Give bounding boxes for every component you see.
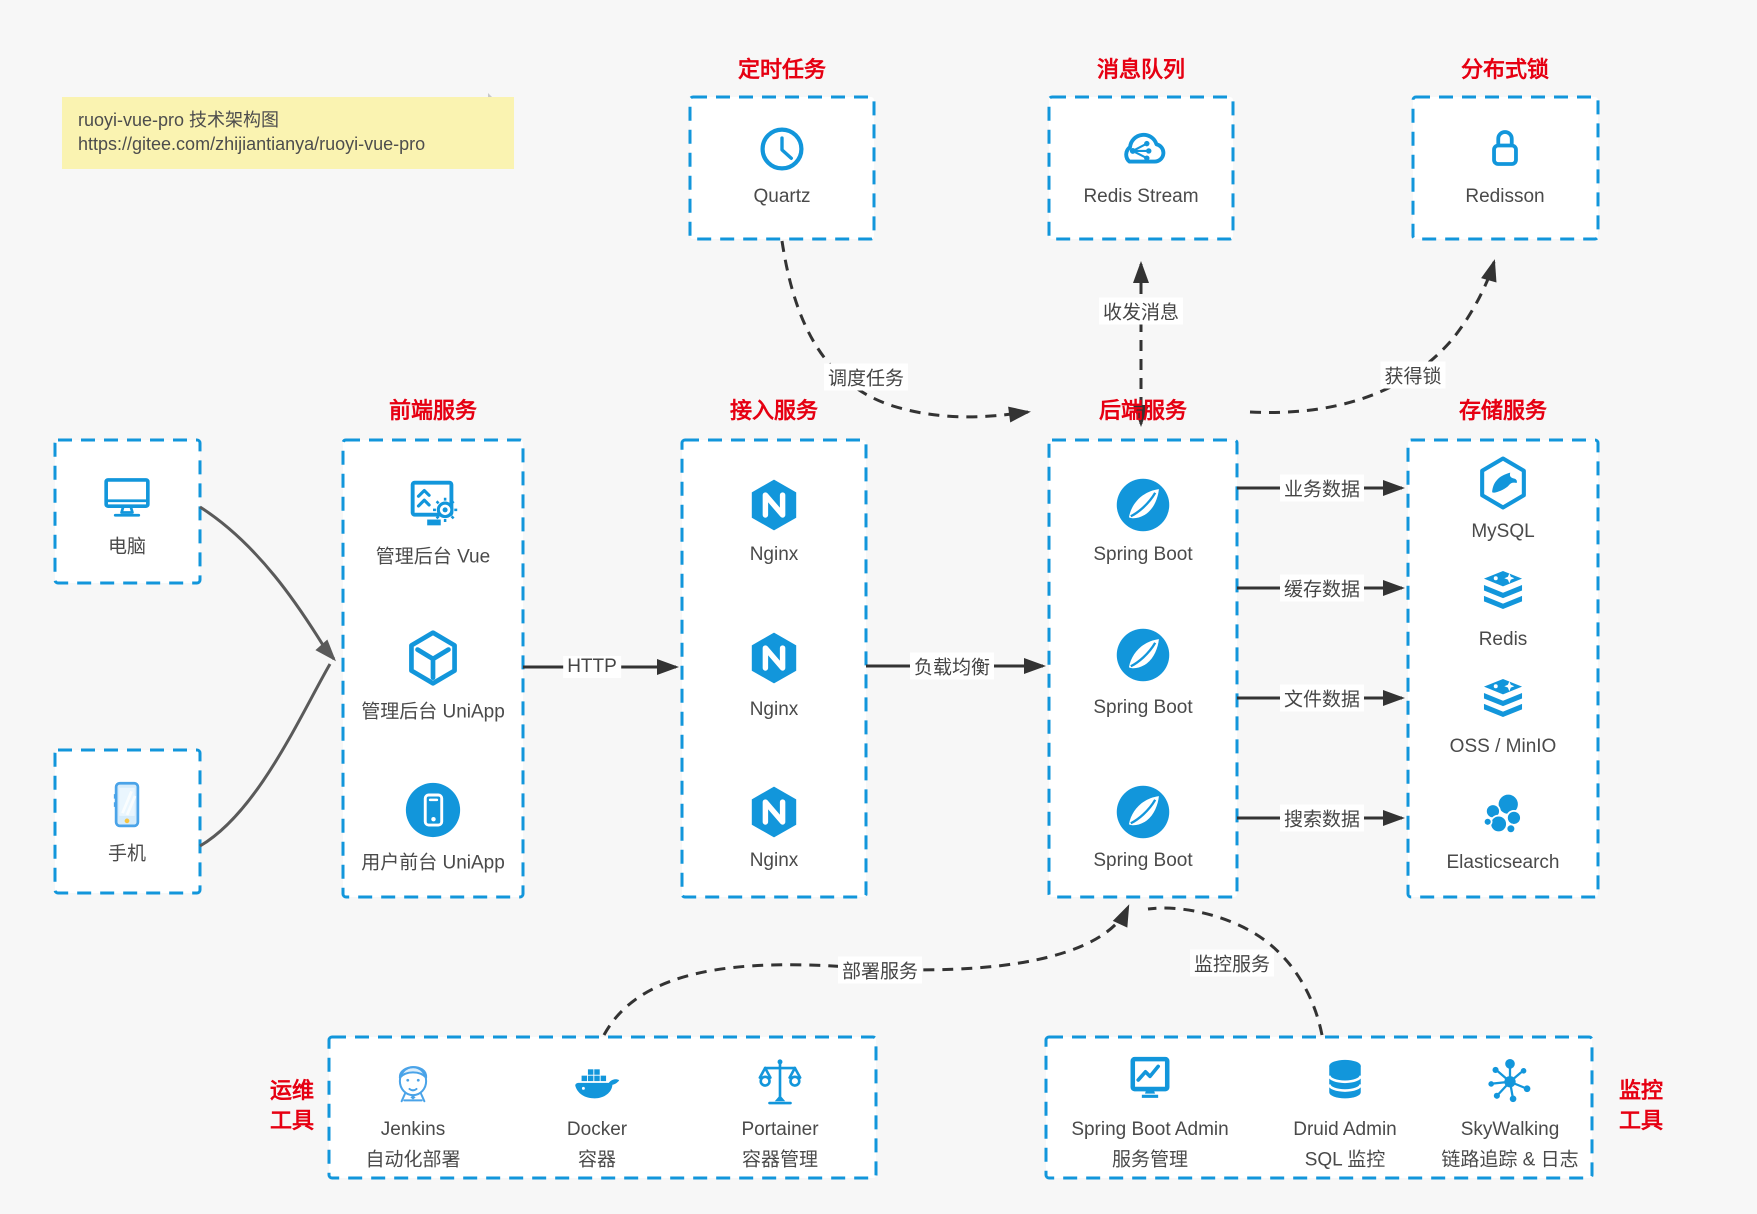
cloud-share-icon bbox=[1110, 117, 1172, 179]
clock-icon bbox=[755, 122, 809, 176]
storage-item-label: Elasticsearch bbox=[1446, 852, 1560, 873]
elasticsearch-cluster-icon bbox=[1475, 785, 1531, 841]
gateway-item-label: Nginx bbox=[749, 544, 799, 565]
monitor-icon bbox=[98, 469, 156, 527]
storage-item-label: MySQL bbox=[1471, 521, 1535, 542]
edge-cache-data-label: 缓存数据 bbox=[1279, 574, 1365, 602]
spring-leaf-icon bbox=[1113, 475, 1173, 535]
gateway-item-label: Nginx bbox=[749, 699, 799, 720]
monitor-item-desc: SQL 监控 bbox=[1304, 1149, 1386, 1171]
storage-item-label: Redis bbox=[1478, 629, 1528, 650]
note-url: https://gitee.com/zhijiantianya/ruoyi-vu… bbox=[78, 134, 426, 154]
phone-circle-icon bbox=[402, 779, 464, 841]
edge-load-balance-label: 负载均衡 bbox=[909, 652, 995, 680]
monitor-item-name: Spring Boot Admin bbox=[1071, 1119, 1229, 1140]
monitor-chart-icon bbox=[1121, 1051, 1179, 1109]
storage-title: 存储服务 bbox=[1458, 398, 1548, 423]
edge-file-data-label: 文件数据 bbox=[1279, 684, 1365, 712]
node-network-icon bbox=[1482, 1052, 1538, 1108]
mq-title: 消息队列 bbox=[1096, 57, 1186, 82]
edge-acquire-lock-label: 获得锁 bbox=[1380, 361, 1446, 389]
frontend-title: 前端服务 bbox=[388, 398, 478, 423]
backend-item-label: Spring Boot bbox=[1093, 544, 1193, 565]
screen-gear-icon bbox=[402, 474, 464, 536]
padlock-icon bbox=[1478, 121, 1532, 175]
database-icon bbox=[1317, 1052, 1373, 1108]
backend-item-label: Spring Boot bbox=[1093, 697, 1193, 718]
docker-whale-icon bbox=[568, 1053, 626, 1111]
monitor-item-desc: 服务管理 bbox=[1111, 1149, 1189, 1171]
gateway-title: 接入服务 bbox=[729, 398, 819, 423]
phone-to-frontend-curve bbox=[199, 663, 332, 848]
lock-item-label: Redisson bbox=[1465, 186, 1545, 207]
edge-search-data-label: 搜索数据 bbox=[1279, 804, 1365, 832]
pc-label: 电脑 bbox=[107, 536, 147, 558]
storage-stack-icon bbox=[1474, 669, 1532, 727]
lock-box bbox=[1411, 95, 1600, 241]
devops-title: 运维 工具 bbox=[269, 1078, 315, 1133]
edge-send-receive-msg-label: 收发消息 bbox=[1098, 297, 1184, 325]
devops-box bbox=[327, 1035, 878, 1180]
devops-item-name: Portainer bbox=[741, 1119, 819, 1140]
mq-box bbox=[1047, 95, 1235, 241]
monitor-item-name: SkyWalking bbox=[1460, 1119, 1560, 1140]
edge-schedule-task-arrow bbox=[780, 240, 1031, 423]
devops-item-desc: 容器 bbox=[577, 1149, 617, 1171]
nginx-hexagon-icon bbox=[745, 783, 803, 841]
edge-deploy-service-label: 部署服务 bbox=[837, 956, 923, 984]
monitor-item-name: Druid Admin bbox=[1293, 1119, 1397, 1140]
monitor-box bbox=[1044, 1035, 1594, 1180]
scheduler-title: 定时任务 bbox=[737, 57, 827, 82]
mq-item-label: Redis Stream bbox=[1083, 186, 1199, 207]
scales-icon bbox=[752, 1054, 808, 1110]
edge-http-label: HTTP bbox=[563, 656, 621, 678]
frontend-item-label: 管理后台 Vue bbox=[375, 546, 491, 568]
edge-biz-data-label: 业务数据 bbox=[1279, 474, 1365, 502]
devops-item-desc: 自动化部署 bbox=[365, 1149, 461, 1171]
smartphone-icon bbox=[98, 776, 156, 834]
backend-item-label: Spring Boot bbox=[1093, 850, 1193, 871]
monitor-title: 监控 工具 bbox=[1618, 1078, 1664, 1133]
edge-acquire-lock-arrow bbox=[1249, 259, 1497, 414]
edge-monitor-service-label: 监控服务 bbox=[1189, 949, 1275, 977]
devops-item-desc: 容器管理 bbox=[741, 1149, 819, 1171]
uniapp-cube-icon bbox=[403, 628, 463, 688]
nginx-hexagon-icon bbox=[745, 476, 803, 534]
storage-box bbox=[1406, 438, 1600, 899]
spring-leaf-icon bbox=[1113, 782, 1173, 842]
spring-leaf-icon bbox=[1113, 625, 1173, 685]
storage-item-label: OSS / MinIO bbox=[1449, 736, 1557, 757]
monitor-item-desc: 链路追踪 & 日志 bbox=[1441, 1149, 1579, 1171]
devops-item-name: Jenkins bbox=[380, 1119, 446, 1140]
devops-item-name: Docker bbox=[566, 1119, 628, 1140]
nginx-hexagon-icon bbox=[745, 629, 803, 687]
edge-schedule-task-label: 调度任务 bbox=[823, 363, 909, 391]
lock-title: 分布式锁 bbox=[1460, 57, 1550, 82]
scheduler-item-label: Quartz bbox=[753, 186, 811, 207]
note-title: ruoyi-vue-pro 技术架构图 bbox=[78, 110, 280, 130]
frontend-item-label: 管理后台 UniApp bbox=[361, 701, 505, 723]
sticky-note: ruoyi-vue-pro 技术架构图 https://gitee.com/zh… bbox=[62, 97, 514, 169]
jenkins-butler-icon bbox=[385, 1054, 441, 1110]
backend-title: 后端服务 bbox=[1098, 398, 1188, 423]
pc-to-frontend-curve bbox=[199, 505, 336, 662]
phone-label: 手机 bbox=[107, 843, 147, 865]
redis-stack-icon bbox=[1474, 561, 1532, 619]
gateway-item-label: Nginx bbox=[749, 850, 799, 871]
mysql-dolphin-icon bbox=[1474, 454, 1532, 512]
frontend-item-label: 用户前台 UniApp bbox=[361, 852, 505, 874]
